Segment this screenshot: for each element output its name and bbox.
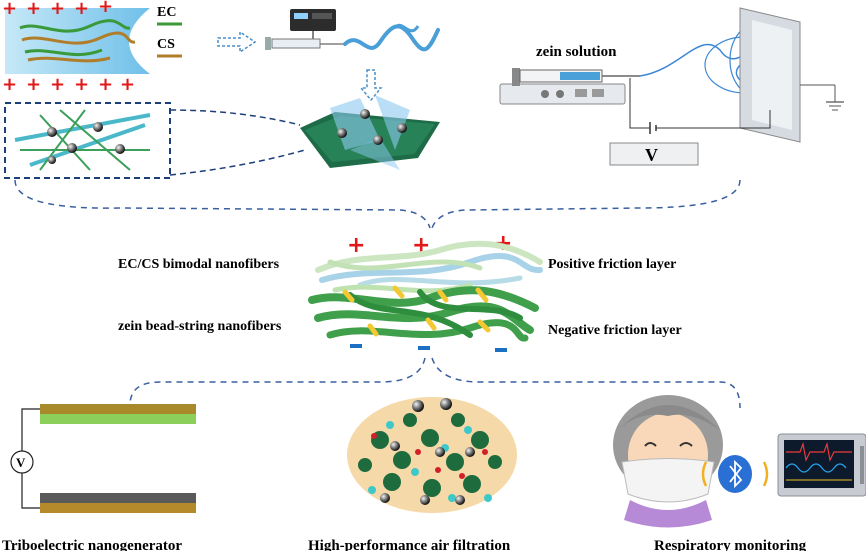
process-arrow-down <box>359 69 383 102</box>
bilayer-fiber-stack: +++ <box>308 231 543 352</box>
zoom-inset-box <box>4 102 306 179</box>
svg-text:+: + <box>98 0 113 17</box>
flow-connectors-top <box>14 179 741 229</box>
charged-solution-jet: + + + + + + + + + + + <box>2 0 150 95</box>
spun-fiber-strand <box>343 24 440 52</box>
zein-nanofibers-label: zein bead-string nanofibers <box>118 319 282 334</box>
zein-solution-label: zein solution <box>536 44 617 60</box>
respiratory-label: Respiratory monitoring <box>654 538 807 551</box>
respiratory-monitor <box>777 433 866 497</box>
svg-text:+: + <box>26 74 41 95</box>
syringe <box>265 37 345 50</box>
bluetooth-icon <box>701 455 769 493</box>
material-legend: EC CS <box>157 5 182 58</box>
air-filtration-illustration <box>347 397 517 513</box>
svg-text:+: + <box>74 0 89 19</box>
svg-text:+: + <box>2 0 17 19</box>
teng-voltmeter-symbol: V <box>16 455 26 470</box>
svg-text:+: + <box>26 0 41 19</box>
svg-text:+: + <box>120 74 135 95</box>
svg-text:+: + <box>50 74 65 95</box>
ec-cs-nanofibers-label: EC/CS bimodal nanofibers <box>118 257 280 272</box>
teng-label: Triboelectric nanogenerator <box>2 538 182 551</box>
svg-text:+: + <box>50 0 65 19</box>
patient-with-mask <box>613 395 723 528</box>
power-supply <box>290 9 336 42</box>
flow-connectors-bottom <box>129 357 741 409</box>
voltmeter-symbol: V <box>645 145 658 165</box>
process-arrow-right <box>217 30 257 54</box>
positive-friction-layer-label: Positive friction layer <box>548 257 676 272</box>
ec-cs-fiber-mat <box>300 95 440 170</box>
negative-charges-center <box>350 344 507 352</box>
legend-cs-label: CS <box>157 37 175 52</box>
air-filtration-label: High-performance air filtration <box>308 538 511 551</box>
svg-text:+: + <box>2 74 17 95</box>
negative-friction-layer-label: Negative friction layer <box>548 323 682 338</box>
svg-text:+: + <box>98 74 113 95</box>
legend-ec-label: EC <box>157 5 176 20</box>
svg-text:+: + <box>347 233 365 258</box>
svg-text:+: + <box>74 74 89 95</box>
positive-charges-top: + + + + + + + + + + + <box>2 0 135 95</box>
zein-electrospinning-setup: zein solution V <box>499 7 844 166</box>
teng-device: V <box>10 404 196 513</box>
